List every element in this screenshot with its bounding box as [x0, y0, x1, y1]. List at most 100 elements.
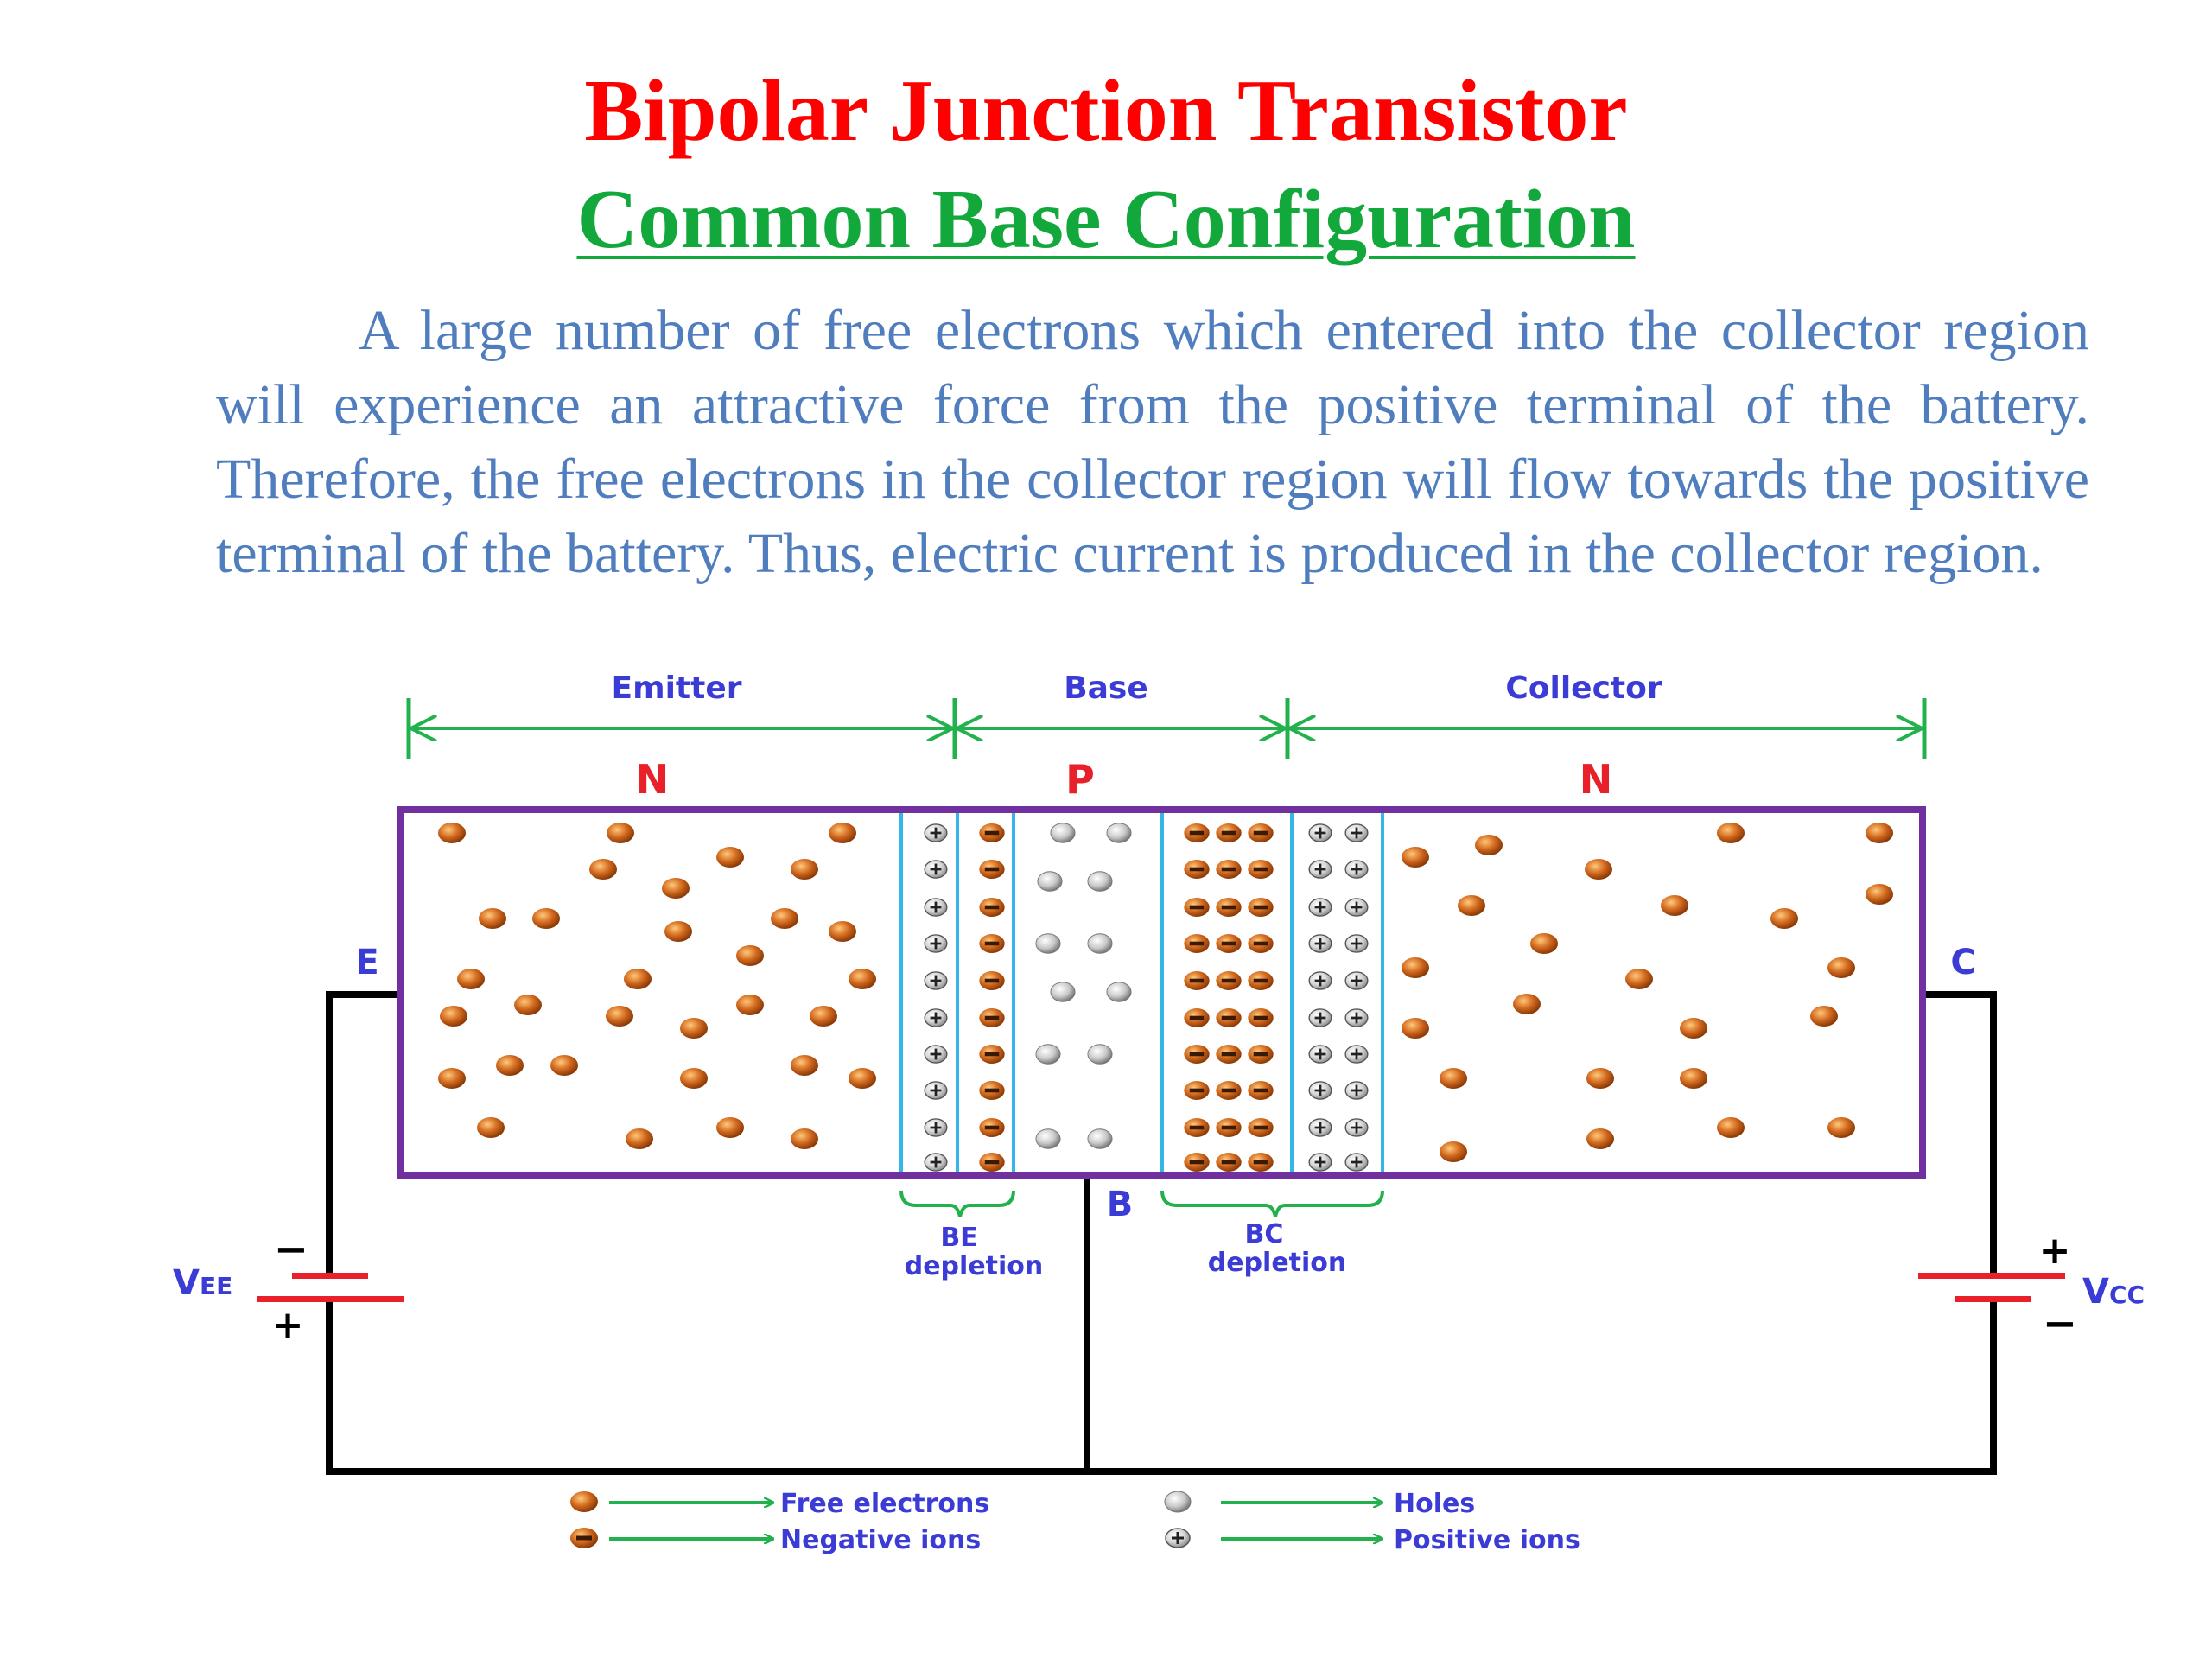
bc-depletion-brace	[1160, 1190, 1384, 1217]
hole	[1087, 1128, 1113, 1149]
hole	[1050, 823, 1076, 843]
emitter-wire	[326, 991, 400, 1274]
positive-ion	[1308, 1008, 1332, 1027]
negative-ion	[1248, 823, 1274, 842]
hole	[1087, 933, 1113, 954]
collector-type-label: N	[1580, 756, 1613, 803]
free-electron	[1585, 859, 1612, 880]
hole	[1035, 1128, 1061, 1149]
negative-ion	[979, 1081, 1005, 1100]
hole	[1106, 823, 1132, 843]
negative-ion	[979, 860, 1005, 879]
collector-battery-wire	[1085, 1300, 1997, 1475]
positive-ion	[1308, 1081, 1332, 1100]
negative-ion	[979, 1118, 1005, 1137]
description-paragraph: A large number of free electrons which e…	[216, 299, 2089, 585]
free-electron	[1586, 1128, 1614, 1149]
free-electron	[736, 995, 764, 1015]
positive-ion	[1308, 860, 1332, 879]
positive-ion	[1308, 823, 1332, 842]
free-electron	[1402, 957, 1429, 978]
negative-ion	[1216, 1118, 1242, 1137]
free-electron	[1680, 1068, 1707, 1089]
free-electron	[477, 1117, 505, 1138]
free-electron	[1440, 1068, 1467, 1089]
base-label: Base	[1064, 671, 1148, 706]
negative-ion	[1184, 971, 1210, 990]
negative-ion	[1184, 1045, 1210, 1064]
hole	[1037, 871, 1063, 892]
negative-ion	[1248, 1045, 1274, 1064]
negative-ion	[979, 971, 1005, 990]
positive-ion	[1344, 1045, 1369, 1064]
negative-ion	[1216, 1153, 1242, 1172]
negative-ion	[1248, 1153, 1274, 1172]
free-electron	[1586, 1068, 1614, 1089]
hole	[1035, 1044, 1061, 1065]
free-electron	[1625, 969, 1653, 989]
vee-label: VEE	[173, 1263, 232, 1303]
free-electron	[1475, 835, 1503, 855]
positive-ion	[1308, 1045, 1332, 1064]
region-dimension-arrows	[406, 698, 1927, 759]
negative-ion	[1216, 934, 1242, 953]
legend-positive-ion-icon	[1165, 1528, 1191, 1548]
free-electron	[680, 1068, 708, 1089]
vcc-battery: + − VCC	[1918, 1229, 2145, 1348]
subtitle: Common Base Configuration	[576, 173, 1636, 266]
free-electron	[791, 859, 818, 880]
free-electron	[624, 969, 652, 989]
legend-hole-icon	[1164, 1491, 1192, 1513]
emitter-type-label: N	[636, 756, 670, 803]
negative-ion	[1248, 1118, 1274, 1137]
positive-ion	[1308, 1118, 1332, 1137]
legend-positive-ions: Positive ions	[1394, 1525, 1580, 1555]
depletion-boundaries	[899, 813, 1384, 1172]
free-electron	[1717, 1117, 1745, 1138]
negative-ion	[1248, 1008, 1274, 1027]
free-electron	[716, 1117, 744, 1138]
free-electron	[1810, 1006, 1838, 1027]
free-electron	[1530, 933, 1558, 954]
be-depletion-brace	[899, 1190, 1015, 1217]
positive-ion	[924, 1118, 948, 1137]
positive-ion	[1308, 1153, 1332, 1172]
be-depletion-label-line1: BE	[940, 1223, 977, 1253]
positive-ion	[1344, 934, 1369, 953]
positive-ion	[1344, 860, 1369, 879]
free-electron	[1827, 957, 1855, 978]
negative-ion	[979, 1153, 1005, 1172]
free-electron	[606, 1006, 633, 1027]
collector-terminal-label: C	[1950, 943, 1975, 982]
legend: Free electrons Negative ions Holes Posit…	[570, 1489, 1580, 1555]
free-electron	[829, 921, 856, 942]
vcc-bottom-sign: −	[2043, 1300, 2077, 1348]
free-electron	[829, 823, 856, 843]
negative-ion	[1184, 1081, 1210, 1100]
positive-ion	[1344, 971, 1369, 990]
negative-ion	[1248, 898, 1274, 917]
legend-free-electrons: Free electrons	[780, 1489, 989, 1519]
hole	[1087, 871, 1113, 892]
negative-ion	[1184, 823, 1210, 842]
free-electron	[664, 921, 692, 942]
positive-ion	[1308, 971, 1332, 990]
negative-ion	[979, 1045, 1005, 1064]
vee-bottom-sign: +	[272, 1303, 304, 1347]
free-electron	[810, 1006, 837, 1027]
free-electron	[438, 1068, 466, 1089]
free-electron	[849, 1068, 876, 1089]
free-electron	[1513, 994, 1541, 1014]
negative-ion	[1248, 934, 1274, 953]
legend-negative-ion-icon	[570, 1528, 598, 1548]
free-electron	[1661, 895, 1688, 916]
collector-wire	[1923, 991, 1997, 1274]
be-depletion-label-line2: depletion	[905, 1251, 1044, 1281]
negative-ion	[1216, 1008, 1242, 1027]
free-electron	[496, 1055, 524, 1076]
negative-ion	[1216, 823, 1242, 842]
title: Bipolar Junction Transistor	[584, 62, 1628, 160]
positive-ion	[924, 1045, 948, 1064]
positive-ion	[1344, 898, 1369, 917]
free-electron	[532, 908, 560, 929]
